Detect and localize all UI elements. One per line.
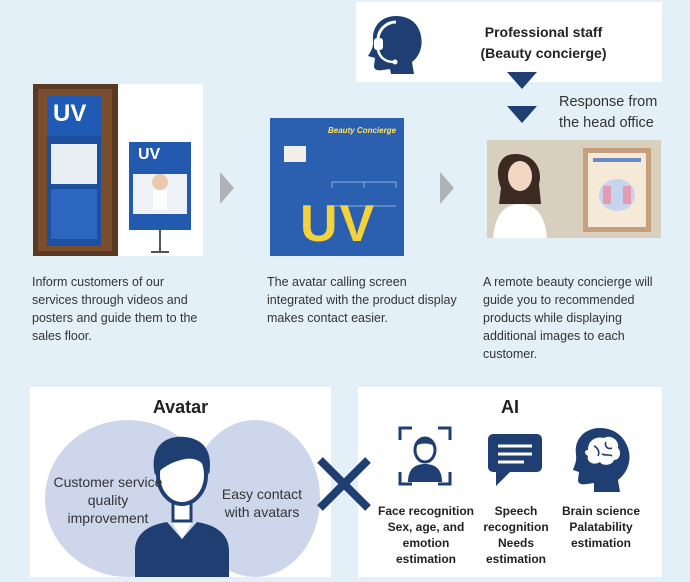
multiply-icon: [312, 452, 376, 521]
speech-recognition-label: Speech recognition Needs estimation: [483, 504, 549, 566]
screen-grid-lines: [331, 181, 397, 207]
down-arrow-upper: [507, 72, 537, 89]
remote-concierge-photo: [487, 140, 661, 238]
staff-label: Professional staff (Beauty concierge): [436, 22, 651, 64]
response-line2: the head office: [559, 115, 654, 131]
staff-label-line2: (Beauty concierge): [480, 45, 607, 61]
ai-panel-title: AI: [501, 397, 519, 417]
description-3: A remote beauty concierge will guide you…: [483, 275, 653, 361]
response-label: Response from the head office: [559, 92, 679, 134]
staff-label-line1: Professional staff: [484, 24, 603, 40]
description-1: Inform customers of our services through…: [32, 275, 198, 343]
flow-arrow-2: [440, 172, 454, 204]
customer-service-text: Customer service quality improvement: [53, 474, 163, 526]
screen-uv-text: UV: [300, 195, 377, 253]
face-recognition-label: Face recognition Sex, age, and emotion e…: [377, 504, 475, 566]
brain-head-icon: [572, 426, 632, 499]
easy-contact-text: Easy contact with avatars: [221, 486, 303, 520]
face-recognition-icon: [398, 426, 452, 495]
brain-science-label: Brain science Palatability estimation: [561, 504, 641, 550]
store-signage-photo: UV UV: [33, 84, 203, 256]
avatar-panel-title: Avatar: [152, 397, 209, 417]
speech-bubble-icon: [486, 432, 544, 493]
screen-title-text: Beauty Concierge: [328, 126, 397, 135]
store-sign-uv-text: UV: [53, 100, 87, 127]
down-arrow-lower: [507, 106, 537, 123]
response-line1: Response from: [559, 94, 658, 110]
description-2: The avatar calling screen integrated wit…: [267, 275, 457, 325]
flow-arrow-1: [220, 172, 234, 204]
poster-uv-text: UV: [138, 146, 161, 163]
screen-avatar-thumbnail: [284, 146, 306, 162]
person-icon: [135, 435, 229, 582]
avatar-calling-screen-photo: Beauty Concierge UV: [270, 118, 404, 256]
headset-person-icon: [366, 12, 424, 79]
